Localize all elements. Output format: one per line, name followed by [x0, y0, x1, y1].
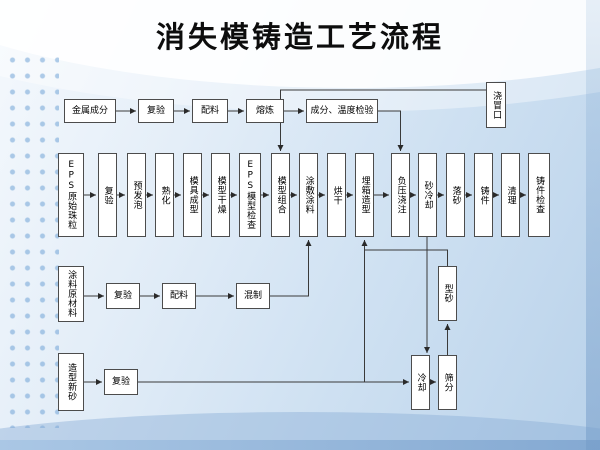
node-shakeout: 落砂 — [446, 153, 465, 237]
node-sand-cooling: 砂冷却 — [418, 153, 437, 237]
node-flask-molding: 埋箱造型 — [355, 153, 374, 237]
node-eps-beads: EPS原始珠粒 — [58, 153, 84, 237]
node-coating-recheck: 复验 — [106, 283, 140, 309]
node-mold-forming: 模具成型 — [183, 153, 202, 237]
right-band — [586, 0, 600, 450]
node-drying: 烘干 — [327, 153, 346, 237]
node-eps-model-check: EPS模型检查 — [239, 153, 261, 237]
node-screening: 筛分 — [438, 355, 457, 410]
node-new-molding-sand: 造型新砂 — [58, 353, 84, 411]
node-cooling: 冷却 — [411, 355, 430, 410]
node-eps-recheck: 复验 — [98, 153, 117, 237]
node-pre-foaming: 预发泡 — [127, 153, 146, 237]
node-model-drying: 模型干燥 — [211, 153, 230, 237]
node-comp-temp-check: 成分、温度检验 — [306, 99, 378, 123]
slide-title: 消失模铸造工艺流程 — [155, 20, 444, 54]
node-mixing: 混制 — [236, 283, 270, 309]
bottom-bar — [0, 440, 600, 450]
node-apply-coating: 涂敷涂料 — [299, 153, 318, 237]
node-casting-inspection: 铸件检查 — [528, 153, 550, 237]
node-vacuum-pouring: 负压浇注 — [391, 153, 410, 237]
node-curing: 熟化 — [155, 153, 174, 237]
node-gating-riser: 浇冒口 — [486, 82, 506, 128]
dot-pattern — [5, 52, 59, 428]
node-coating-raw-material: 涂料原材料 — [58, 266, 84, 322]
node-coating-batching: 配料 — [162, 283, 196, 309]
node-metal-composition: 金属成分 — [64, 99, 116, 123]
node-casting: 铸件 — [474, 153, 493, 237]
node-melting: 熔炼 — [246, 99, 284, 123]
node-metal-recheck: 复验 — [138, 99, 174, 123]
node-cleaning: 清理 — [501, 153, 520, 237]
node-sand-recheck: 复验 — [104, 369, 138, 395]
node-molding-sand: 型砂 — [438, 266, 457, 321]
node-metal-batching: 配料 — [192, 99, 228, 123]
node-model-assembly: 模型组合 — [271, 153, 290, 237]
